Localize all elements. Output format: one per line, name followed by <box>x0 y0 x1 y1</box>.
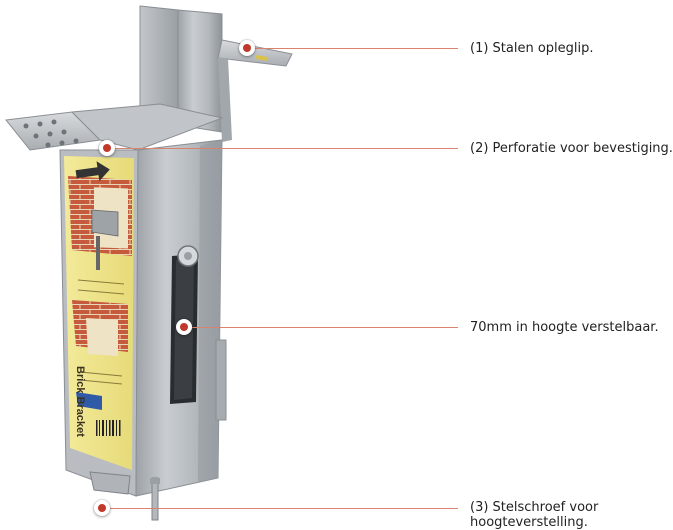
callout-line-4 <box>102 508 458 509</box>
callout-marker-icon[interactable] <box>94 500 110 516</box>
callout-line-3 <box>184 327 458 328</box>
brick-bracket-product-photo <box>5 5 293 521</box>
callout-label-4: (3) Stelschroef voor hoogteverstelling. <box>470 500 599 530</box>
callout-marker-icon[interactable] <box>239 40 255 56</box>
callout-line-2 <box>107 148 458 149</box>
callout-label-3: 70mm in hoogte verstelbaar. <box>470 320 659 335</box>
callout-label-2: (2) Perforatie voor bevestiging. <box>470 141 673 156</box>
product-brand-text: Brick Bracket <box>74 366 86 437</box>
callout-line-1 <box>247 48 458 49</box>
callout-marker-icon[interactable] <box>99 140 115 156</box>
annotated-product-figure: Brick Bracket (1) Stalen opleglip. (2) P… <box>5 5 673 530</box>
callout-marker-icon[interactable] <box>176 319 192 335</box>
callout-label-1: (1) Stalen opleglip. <box>470 41 594 56</box>
